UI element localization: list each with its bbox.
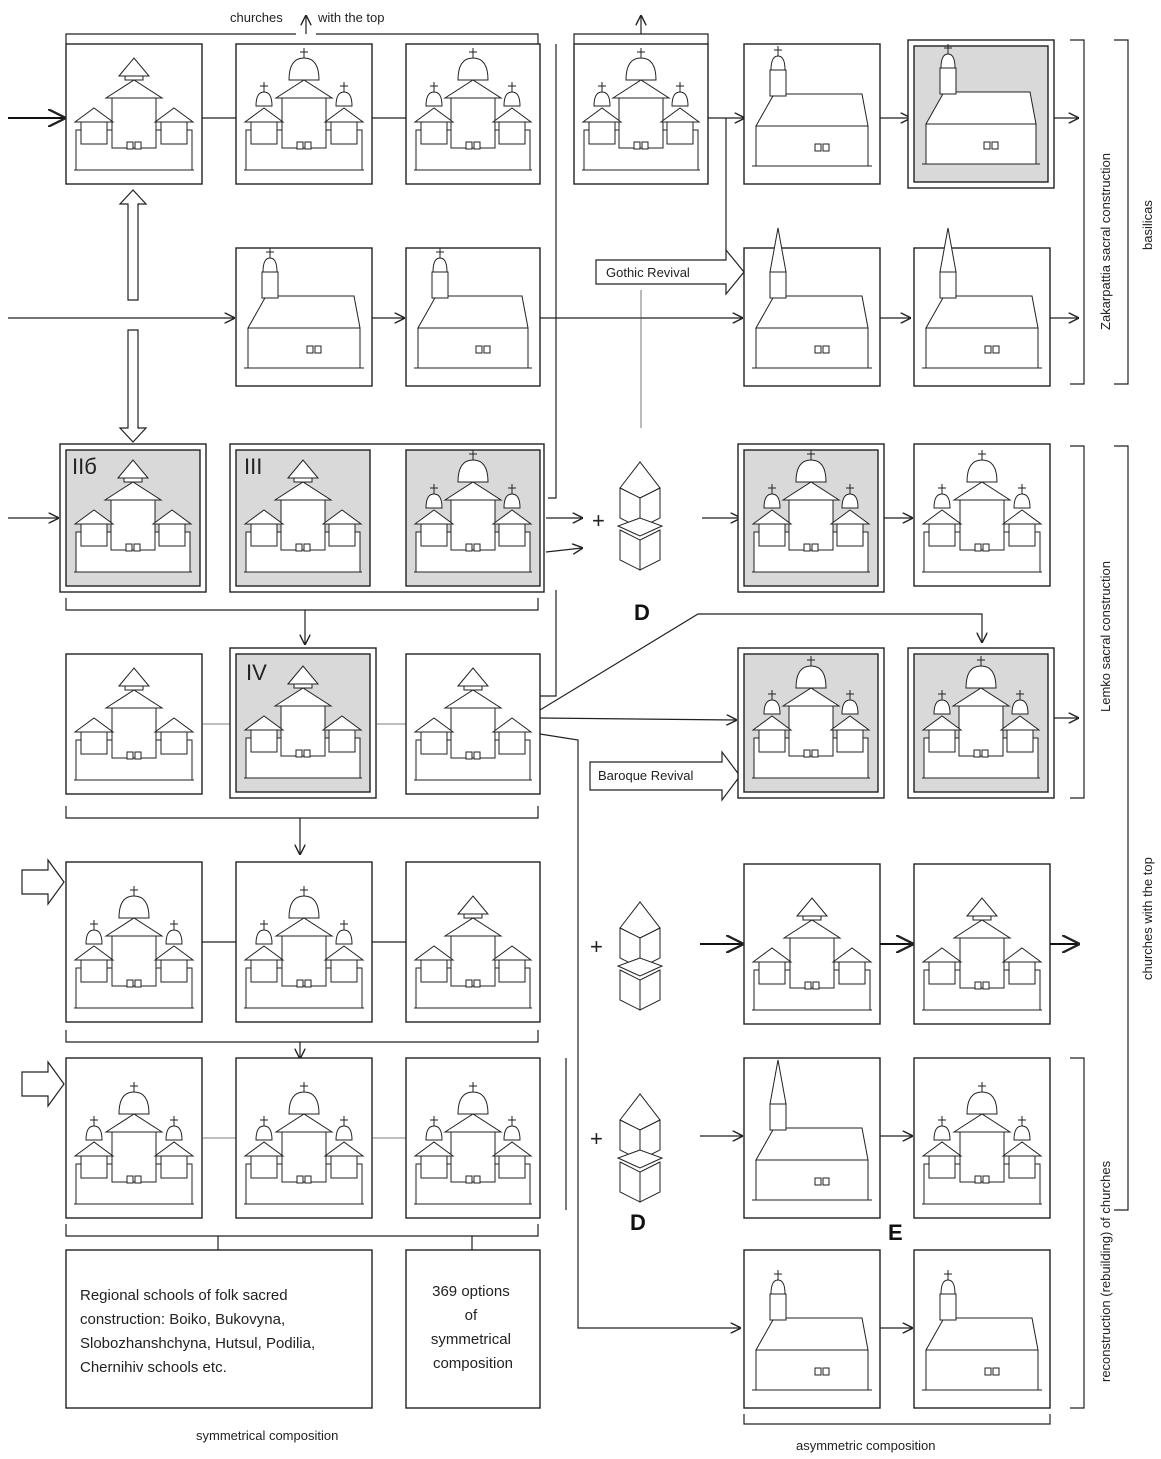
letter-E: E bbox=[888, 1220, 903, 1245]
plus-sign-3: + bbox=[590, 1126, 603, 1151]
plus-sign-2: + bbox=[590, 934, 603, 959]
reconstruction-label: reconstruction (rebuilding) of churches bbox=[1098, 1160, 1113, 1382]
bell-tower-icon bbox=[618, 462, 662, 570]
hollow-vertical-arrows bbox=[120, 190, 146, 442]
zakarpattia-bracket: Zakarpattia sacral construction basilica… bbox=[1070, 40, 1155, 384]
letter-D-2: D bbox=[630, 1210, 646, 1235]
churches-with-top-right-label: churches with the top bbox=[1140, 857, 1155, 980]
bell-tower-icon bbox=[618, 902, 662, 1010]
options-box bbox=[406, 1250, 540, 1408]
top-label-churches: churches bbox=[230, 10, 283, 25]
regional-schools-box bbox=[66, 1250, 372, 1408]
lemko-label: Lemko sacral construction bbox=[1098, 561, 1113, 712]
bell-tower-drawings bbox=[618, 462, 662, 1202]
reconstruction-bracket: reconstruction (rebuilding) of churches bbox=[1070, 1058, 1113, 1408]
row-7: Regional schools of folk sacred construc… bbox=[66, 1250, 1050, 1453]
gothic-revival-label: Gothic Revival bbox=[606, 265, 690, 280]
group-IIb-label: IIб bbox=[72, 454, 97, 479]
basilicas-label: basilicas bbox=[1140, 200, 1155, 250]
symmetrical-composition-label: symmetrical composition bbox=[196, 1428, 338, 1443]
letter-D-1: D bbox=[634, 600, 650, 625]
baroque-revival-label: Baroque Revival bbox=[598, 768, 693, 783]
plus-sign-1: + bbox=[592, 508, 605, 533]
group-III-label: III bbox=[244, 454, 262, 479]
zakarpattia-label: Zakarpattia sacral construction bbox=[1098, 153, 1113, 330]
bell-tower-icon bbox=[618, 1094, 662, 1202]
top-label-with-top: with the top bbox=[317, 10, 385, 25]
church-drawings bbox=[74, 44, 1042, 1390]
asymmetric-composition-label: asymmetric composition bbox=[796, 1438, 935, 1453]
group-IV-label: IV bbox=[246, 660, 267, 685]
top-bracket bbox=[66, 34, 538, 44]
lemko-bracket: Lemko sacral construction churches with … bbox=[1070, 446, 1155, 1210]
